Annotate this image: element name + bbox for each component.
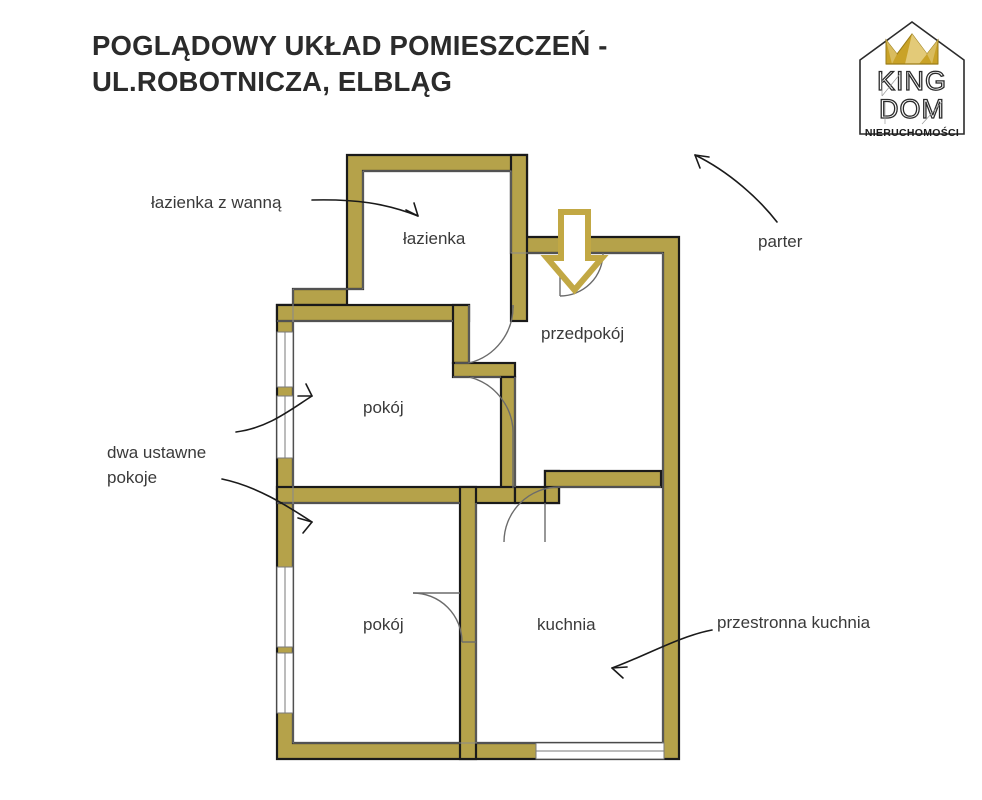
wall-corridor-stub	[451, 361, 517, 379]
wall-kitchen-top	[543, 469, 663, 489]
wall-corridor-left-upper	[451, 303, 471, 365]
door-swing-kuchnia	[503, 486, 560, 543]
wall-mid-horizontal-left	[275, 485, 517, 505]
page-title: POGLĄDOWY UKŁAD POMIESZCZEŃ - UL.ROBOTNI…	[92, 28, 742, 100]
arrow-kuchnia	[611, 629, 713, 669]
annotation-arrows	[221, 154, 778, 679]
logo-name-top: KING	[877, 66, 947, 96]
room-label-przedpokoj: przedpokój	[541, 324, 625, 343]
room-label-pokoj-1: pokój	[363, 398, 404, 417]
entrance-arrow-down-icon	[540, 209, 609, 295]
wall-bathroom-right	[509, 153, 529, 323]
annotation-dwa-ustawne-pokoje: dwa ustawne pokoje	[107, 440, 206, 490]
arrow-pokoje-upper	[235, 395, 313, 433]
wall-lower-vertical	[458, 485, 478, 761]
plan-walls	[275, 153, 681, 761]
page-title-line-1: POGLĄDOWY UKŁAD POMIESZCZEŃ -	[92, 30, 608, 61]
room-label-kuchnia: kuchnia	[537, 615, 596, 634]
annotation-dwa-ustawne-pokoje-line-2: pokoje	[107, 468, 158, 487]
kingdom-logo: KING DOM NIERUCHOMOŚCI	[852, 16, 972, 138]
door-swing-pokoj-lower-room	[412, 592, 463, 643]
arrow-pokoje-lower	[221, 478, 313, 523]
door-swing-pokoj-upper	[468, 304, 514, 364]
logo-name-bottom: DOM	[879, 94, 945, 124]
crown-icon	[885, 33, 939, 65]
annotation-parter: parter	[758, 232, 803, 251]
arrow-parter	[694, 154, 778, 223]
wall-bathroom-bottom	[275, 303, 471, 323]
logo-tagline: NIERUCHOMOŚCI	[865, 126, 959, 138]
annotation-lazienka-z-wanna: łazienka z wanną	[151, 193, 282, 212]
door-swing-pokoj-lower	[468, 376, 514, 437]
room-label-lazienka: łazienka	[403, 229, 466, 248]
annotation-dwa-ustawne-pokoje-line-1: dwa ustawne	[107, 443, 207, 462]
arrow-lazienka	[311, 199, 419, 217]
outer-wall	[275, 153, 681, 761]
room-label-pokoj-2: pokój	[363, 615, 404, 634]
page-title-line-2: UL.ROBOTNICZA, ELBLĄG	[92, 66, 453, 97]
annotation-przestronna-kuchnia: przestronna kuchnia	[717, 613, 871, 632]
